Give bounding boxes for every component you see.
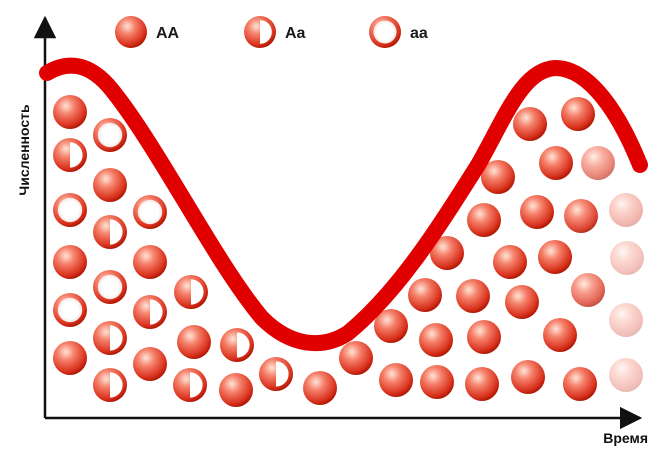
ball-aa-4 [53,293,87,327]
ball-aa-8 [93,215,127,249]
ball-aa-25 [379,363,413,397]
legend-swatch-dominant-homozygote [115,16,147,48]
ball-aa-26 [420,365,454,399]
ball-aa-37 [481,160,515,194]
legend-swatch-heterozygote [244,16,276,48]
ball-aa-13 [133,245,167,279]
ball-aa-41 [563,367,597,401]
legend-swatch-recessive-homozygote [369,16,401,48]
ball-aa-45 [571,273,605,307]
x-axis-label: Время [603,430,648,446]
ball-aa-12 [133,195,167,229]
ball-aa-23 [339,341,373,375]
ball-aa-15 [133,347,167,381]
ball-aa-51 [609,303,643,337]
ball-aa-38 [520,195,554,229]
ball-aa-21 [259,357,293,391]
ball-aa-20 [219,373,253,407]
ball-aa-24 [374,309,408,343]
ball-aa-18 [173,368,207,402]
legend-label-recessive-homozygote: aa [410,25,428,42]
ball-aa-30 [430,236,464,270]
ball-aa-46 [609,358,643,392]
ball-aa-36 [511,360,545,394]
population-balls [53,95,644,407]
ball-aa-29 [465,367,499,401]
ball-aa-49 [609,193,643,227]
ball-aa-33 [467,203,501,237]
population-curve [39,57,648,352]
ball-aa-1 [53,138,87,172]
legend-label-dominant-homozygote: AA [156,25,180,42]
ball-aa-44 [564,199,598,233]
legend: AA Aa aa [115,16,428,48]
ball-aa-5 [53,341,87,375]
ball-aa-28 [419,323,453,357]
ball-aa-50 [610,241,644,275]
ball-aa-3 [53,245,87,279]
ball-aa-9 [93,270,127,304]
ball-aa-48 [581,146,615,180]
ball-aa-42 [513,107,547,141]
ball-aa-19 [220,328,254,362]
ball-aa-22 [303,371,337,405]
ball-aa-6 [93,118,127,152]
ball-aa-39 [538,240,572,274]
ball-aa-34 [493,245,527,279]
ball-aa-32 [467,320,501,354]
legend-label-heterozygote: Aa [285,25,306,42]
ball-aa-43 [539,146,573,180]
ball-aa-27 [408,278,442,312]
ball-aa-7 [93,168,127,202]
ball-aa-35 [505,285,539,319]
ball-aa-40 [543,318,577,352]
ball-aa-17 [177,325,211,359]
ball-aa-2 [53,193,87,227]
ball-aa-14 [133,295,167,329]
ball-aa-0 [53,95,87,129]
y-axis-label: Численность [16,104,32,196]
ball-aa-31 [456,279,490,313]
ball-aa-16 [174,275,208,309]
ball-aa-47 [561,97,595,131]
ball-aa-10 [93,321,127,355]
ball-aa-11 [93,368,127,402]
